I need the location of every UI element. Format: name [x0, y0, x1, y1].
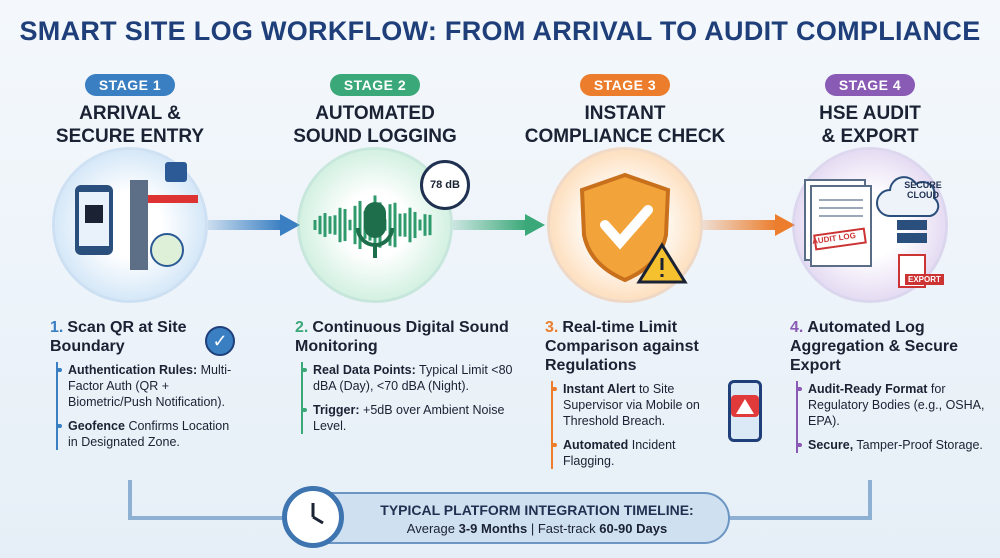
step-details: Audit-Ready Format for Regulatory Bodies… — [796, 381, 990, 453]
page-title: SMART SITE LOG WORKFLOW: FROM ARRIVAL TO… — [19, 16, 981, 46]
mobile-alert-icon — [728, 380, 762, 442]
stage-2-description: 2.Continuous Digital Sound Monitoring Re… — [295, 318, 515, 442]
export-label: EXPORT — [905, 274, 944, 285]
step-details: Authentication Rules: Multi-Factor Auth … — [56, 362, 240, 450]
step-heading: 1.Scan QR at Site Boundary — [50, 319, 187, 355]
stage-title: ARRIVAL &SECURE ENTRY — [55, 103, 205, 147]
detail-item: Audit-Ready Format for Regulatory Bodies… — [796, 381, 990, 429]
stage-1-description: 1.Scan QR at Site Boundary Authenticatio… — [50, 318, 240, 458]
detail-item: Trigger: +5dB over Ambient Noise Level. — [301, 402, 515, 434]
flow-arrow-icon — [208, 214, 300, 236]
stage-badge: STAGE 2 — [329, 74, 421, 96]
step-details: Real Data Points: Typical Limit <80 dBA … — [301, 362, 515, 434]
detail-item: Real Data Points: Typical Limit <80 dBA … — [301, 362, 515, 394]
microphone-waveform-icon — [313, 195, 432, 258]
timeline-rail-left-up — [128, 480, 132, 520]
timeline-rail-left — [130, 516, 290, 520]
step-heading: 4.Automated Log Aggregation & Secure Exp… — [790, 319, 959, 374]
detail-item: Secure, Tamper-Proof Storage. — [796, 437, 990, 453]
detail-item: Automated Incident Flagging. — [551, 437, 718, 469]
document-cloud-icon — [804, 176, 940, 288]
timeline-values: Average 3-9 Months | Fast-track 60-90 Da… — [406, 521, 668, 536]
flow-arrow-icon — [703, 214, 795, 236]
step-heading: 2.Continuous Digital Sound Monitoring — [295, 319, 509, 355]
detail-item: Instant Alert to Site Supervisor via Mob… — [551, 381, 718, 429]
stage-1-illustration — [55, 150, 205, 300]
stage-badge: STAGE 3 — [579, 74, 671, 96]
stage-1-header: STAGE 1 ARRIVAL &SECURE ENTRY — [10, 74, 250, 148]
timeline-banner: TYPICAL PLATFORM INTEGRATION TIMELINE: A… — [290, 492, 730, 544]
step-details: Instant Alert to Site Supervisor via Mob… — [551, 381, 765, 469]
timeline-rail-right — [730, 516, 870, 520]
stage-badge: STAGE 1 — [84, 74, 176, 96]
shield-check-icon — [579, 172, 688, 284]
flow-arrow-icon — [453, 214, 545, 236]
timeline-rail-right-up — [868, 480, 872, 520]
detail-item: Geofence Confirms Location in Designated… — [56, 418, 240, 450]
sound-gauge: 78 dB — [420, 160, 470, 210]
clock-icon — [282, 486, 344, 548]
stage-title: HSE AUDIT& EXPORT — [819, 103, 921, 147]
stage-4-header: STAGE 4 HSE AUDIT& EXPORT — [750, 74, 990, 148]
detail-item: Authentication Rules: Multi-Factor Auth … — [56, 362, 240, 410]
timeline-heading: TYPICAL PLATFORM INTEGRATION TIMELINE: — [380, 502, 694, 518]
stage-4-description: 4.Automated Log Aggregation & Secure Exp… — [790, 318, 990, 461]
check-icon: ✓ — [205, 326, 235, 356]
secure-cloud-label: SECURE CLOUD — [904, 180, 942, 200]
stage-badge: STAGE 4 — [824, 74, 916, 96]
stage-3-description: 3.Real-time Limit Comparison against Reg… — [545, 318, 765, 477]
stage-3-illustration — [550, 150, 700, 300]
step-heading: 3.Real-time Limit Comparison against Reg… — [545, 319, 699, 374]
stage-4-illustration — [795, 150, 945, 300]
phone-qr-gate-icon — [75, 162, 198, 270]
